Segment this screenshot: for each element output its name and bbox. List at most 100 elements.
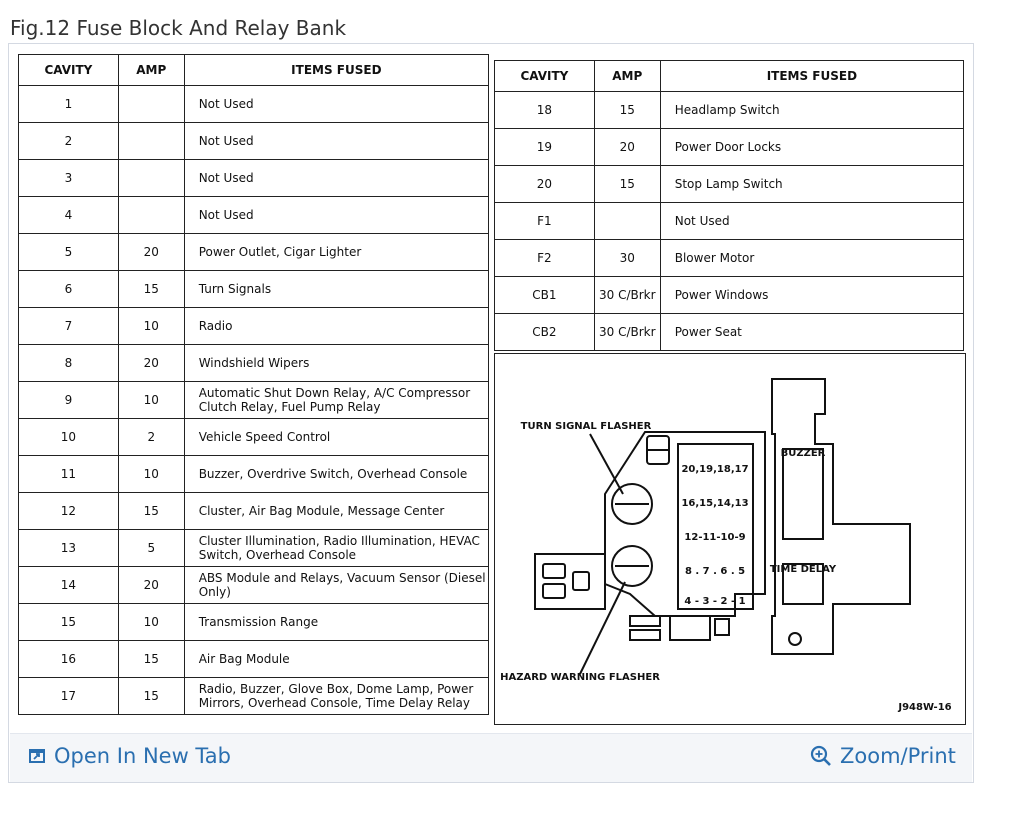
items-cell: Stop Lamp Switch: [659, 165, 965, 203]
items-cell: Radio, Buzzer, Glove Box, Dome Lamp, Pow…: [183, 677, 490, 715]
items-cell: Power Windows: [659, 276, 965, 314]
cavity-cell: 20: [494, 165, 595, 203]
amp-cell: 5: [117, 529, 185, 567]
zoom-print-label[interactable]: Zoom/Print: [840, 744, 956, 768]
items-cell: Air Bag Module: [183, 640, 490, 678]
header-items: ITEMS FUSED: [659, 60, 965, 92]
cavity-cell: 17: [18, 677, 119, 715]
cavity-cell: 4: [18, 196, 119, 234]
open-new-tab-icon: [29, 749, 45, 763]
amp-cell: 15: [117, 677, 185, 715]
fuse-block-drawing: TURN SIGNAL FLASHER HAZARD WARNING FLASH…: [500, 378, 952, 713]
cavity-cell: 13: [18, 529, 119, 567]
header-cavity: CAVITY: [494, 60, 595, 92]
cavity-cell: 15: [18, 603, 119, 641]
amp-cell: 10: [117, 307, 185, 345]
items-cell: Windshield Wipers: [183, 344, 490, 382]
items-cell: Buzzer, Overdrive Switch, Overhead Conso…: [183, 455, 490, 493]
cavity-cell: 19: [494, 128, 595, 166]
amp-cell: [593, 202, 661, 240]
amp-cell: [117, 159, 185, 197]
cavity-cell: 11: [18, 455, 119, 493]
amp-cell: [117, 196, 185, 234]
cavity-cell: 5: [18, 233, 119, 271]
items-cell: Automatic Shut Down Relay, A/C Compresso…: [183, 381, 490, 419]
open-new-tab-label[interactable]: Open In New Tab: [54, 744, 231, 768]
items-cell: Transmission Range: [183, 603, 490, 641]
zoom-icon: [810, 745, 831, 766]
cavity-cell: CB1: [494, 276, 595, 314]
zoom-print-link[interactable]: Zoom/Print: [810, 744, 956, 768]
fuse-row-label: 16,15,14,13: [681, 498, 748, 509]
amp-cell: 15: [117, 492, 185, 530]
cavity-cell: 10: [18, 418, 119, 456]
cavity-cell: 12: [18, 492, 119, 530]
items-cell: Not Used: [659, 202, 965, 240]
cavity-cell: F2: [494, 239, 595, 277]
amp-cell: 15: [117, 270, 185, 308]
table-row: F1 Not Used: [494, 202, 965, 240]
image-actions-bar: Open In New Tab Zoom/Print: [10, 733, 972, 782]
header-items: ITEMS FUSED: [183, 54, 490, 86]
items-cell: Not Used: [183, 122, 490, 160]
fuse-block-diagram: TURN SIGNAL FLASHER HAZARD WARNING FLASH…: [494, 353, 966, 725]
amp-cell: [117, 85, 185, 123]
time-delay-label: TIME DELAY: [770, 564, 837, 575]
cavity-cell: F1: [494, 202, 595, 240]
header-amp: AMP: [593, 60, 661, 92]
items-cell: Power Outlet, Cigar Lighter: [183, 233, 490, 271]
items-cell: Not Used: [183, 196, 490, 234]
amp-cell: [117, 122, 185, 160]
turn-signal-label: TURN SIGNAL FLASHER: [521, 421, 652, 432]
cavity-cell: CB2: [494, 313, 595, 351]
items-cell: Power Door Locks: [659, 128, 965, 166]
figure-title: Fig.12 Fuse Block And Relay Bank: [10, 16, 347, 40]
fuse-row-label: 8 . 7 . 6 . 5: [685, 566, 745, 577]
items-cell: Radio: [183, 307, 490, 345]
amp-cell: 2: [117, 418, 185, 456]
items-cell: ABS Module and Relays, Vacuum Sensor (Di…: [183, 566, 490, 604]
buzzer-label: BUZZER: [781, 448, 826, 459]
cavity-cell: 18: [494, 91, 595, 129]
cavity-cell: 1: [18, 85, 119, 123]
items-cell: Not Used: [183, 85, 490, 123]
items-cell: Headlamp Switch: [659, 91, 965, 129]
amp-cell: 30: [593, 239, 661, 277]
figure-code: J948W-16: [897, 702, 951, 713]
items-cell: Cluster Illumination, Radio Illumination…: [183, 529, 490, 567]
items-cell: Cluster, Air Bag Module, Message Center: [183, 492, 490, 530]
cavity-cell: 14: [18, 566, 119, 604]
cavity-cell: 7: [18, 307, 119, 345]
table-row: 1 Not Used: [18, 85, 490, 123]
cavity-cell: 9: [18, 381, 119, 419]
amp-cell: 10: [117, 603, 185, 641]
cavity-cell: 8: [18, 344, 119, 382]
fuse-row-label: 20,19,18,17: [681, 464, 748, 475]
table-row: 4 Not Used: [18, 196, 490, 234]
hazard-label: HAZARD WARNING FLASHER: [500, 672, 660, 683]
open-new-tab-link[interactable]: Open In New Tab: [28, 744, 231, 768]
fuse-row-label: 4 - 3 - 2 - 1: [684, 596, 745, 607]
cavity-cell: 16: [18, 640, 119, 678]
items-cell: Vehicle Speed Control: [183, 418, 490, 456]
amp-cell: 10: [117, 381, 185, 419]
items-cell: Turn Signals: [183, 270, 490, 308]
cavity-cell: 3: [18, 159, 119, 197]
